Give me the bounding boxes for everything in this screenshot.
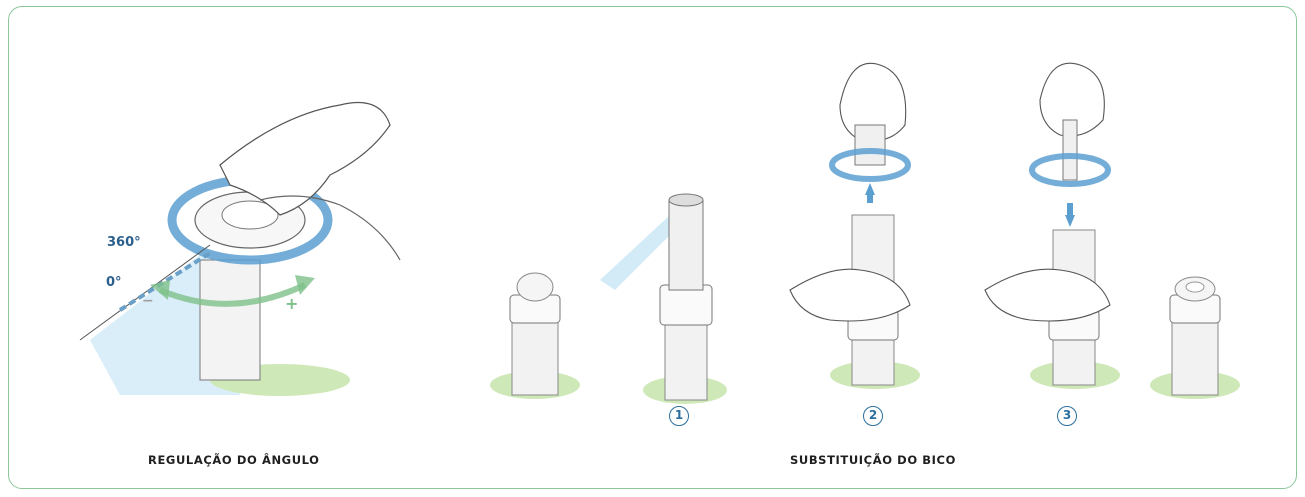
svg-text:+: + xyxy=(285,294,298,313)
finished-sprinkler-illustration xyxy=(1150,265,1240,405)
step-3-badge: 3 xyxy=(1057,406,1077,426)
step-2-illustration xyxy=(790,45,940,395)
step-1-badge: 1 xyxy=(669,406,689,426)
step-2-badge: 2 xyxy=(863,406,883,426)
svg-text:−: − xyxy=(142,293,154,309)
step-3-illustration xyxy=(985,45,1135,395)
step-1-illustration xyxy=(600,180,720,410)
angle-max-label: 360° xyxy=(107,235,141,250)
angle-adjustment-caption: REGULAÇÃO DO ÂNGULO xyxy=(148,453,320,467)
angle-min-label: 0° xyxy=(106,275,122,290)
closed-sprinkler-illustration xyxy=(490,265,580,405)
nozzle-replacement-caption: SUBSTITUIÇÃO DO BICO xyxy=(790,453,956,467)
